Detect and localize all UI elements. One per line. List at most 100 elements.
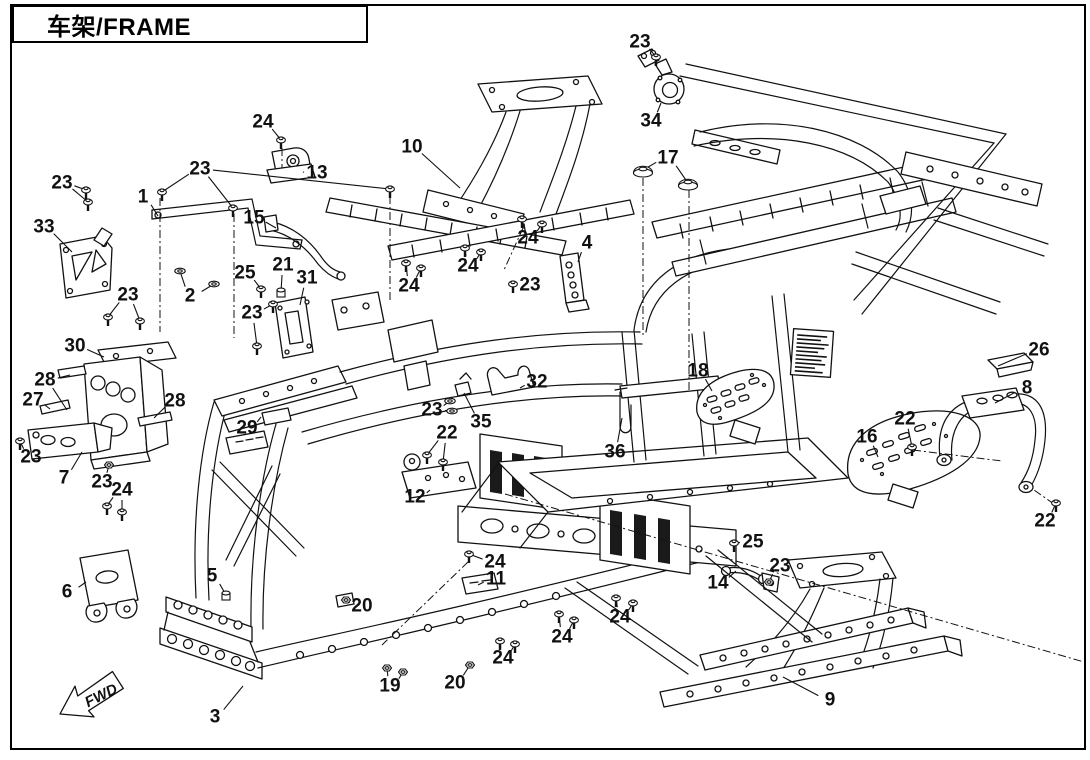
bolt-glyph bbox=[102, 502, 112, 515]
clamp-32 bbox=[486, 365, 535, 396]
leader-line bbox=[52, 387, 68, 411]
bracket-31 bbox=[274, 296, 314, 359]
leader-line bbox=[207, 176, 234, 209]
main-lower-rail bbox=[255, 548, 701, 669]
page-border bbox=[10, 4, 1086, 750]
leader-line bbox=[153, 406, 166, 419]
leader-line bbox=[223, 685, 244, 710]
leader-line bbox=[463, 392, 475, 414]
bolt-glyph bbox=[495, 637, 505, 650]
fastener-glyphs bbox=[15, 53, 1061, 676]
bolt-glyph bbox=[651, 53, 661, 66]
leader-line bbox=[86, 349, 105, 358]
washer-glyph bbox=[446, 407, 458, 415]
backbone-tubes bbox=[301, 291, 643, 445]
pad-26 bbox=[987, 352, 1034, 378]
bolt-glyph bbox=[83, 198, 93, 211]
nut-glyph bbox=[464, 661, 476, 669]
leader-lines bbox=[19, 48, 1057, 710]
seat-bracket-10 bbox=[325, 75, 635, 261]
bolt-glyph bbox=[510, 640, 520, 653]
bushing-glyph bbox=[276, 287, 286, 298]
rear-bracket-9 bbox=[564, 549, 963, 708]
bolt-glyph bbox=[15, 437, 25, 450]
leader-line bbox=[70, 451, 83, 471]
bolt-glyph bbox=[907, 443, 917, 456]
bracket-7 bbox=[27, 422, 113, 460]
bolt-glyph bbox=[252, 342, 262, 355]
leader-line bbox=[617, 417, 623, 443]
bolt-glyph bbox=[401, 259, 411, 272]
center-beam bbox=[457, 505, 737, 567]
bolt-glyph bbox=[517, 215, 527, 228]
bolt-glyph bbox=[729, 539, 739, 552]
leader-line bbox=[656, 102, 662, 113]
bolt-glyph bbox=[103, 313, 113, 326]
nut-glyph bbox=[381, 664, 393, 672]
bolt-glyph bbox=[256, 285, 266, 298]
washer-glyph bbox=[444, 397, 456, 405]
cap-glyph bbox=[632, 165, 654, 178]
washer-glyph bbox=[174, 267, 186, 275]
tab-35 bbox=[454, 372, 472, 397]
rear-rack bbox=[651, 63, 1008, 315]
leader-line bbox=[421, 153, 461, 189]
leader-line bbox=[994, 391, 1016, 404]
bolt-glyph bbox=[81, 186, 91, 199]
leader-line bbox=[44, 404, 51, 410]
nut-glyph bbox=[103, 461, 115, 469]
bracket-29 bbox=[225, 407, 292, 455]
leader-line bbox=[57, 374, 71, 379]
bracket-6 bbox=[79, 549, 139, 623]
leader-line bbox=[477, 581, 484, 586]
leader-line bbox=[728, 570, 737, 578]
bolt-glyph bbox=[464, 550, 474, 563]
right-beams bbox=[851, 151, 1049, 315]
nut-glyph bbox=[763, 578, 775, 586]
leader-line bbox=[265, 221, 277, 229]
bolt-glyph bbox=[276, 136, 286, 149]
bolt-glyph bbox=[569, 616, 579, 629]
leader-line bbox=[782, 676, 819, 697]
leader-line bbox=[253, 322, 258, 347]
bolt-glyph bbox=[611, 594, 621, 607]
bolt-glyph bbox=[508, 280, 518, 293]
cap-glyph bbox=[677, 178, 699, 191]
plate-12 bbox=[401, 453, 477, 499]
bracket-33 bbox=[59, 227, 113, 299]
flange-34 bbox=[637, 48, 685, 105]
nut-glyph bbox=[397, 668, 409, 676]
leader-line bbox=[256, 416, 262, 423]
bolt-glyph bbox=[1051, 499, 1061, 512]
rear-platform bbox=[461, 437, 849, 549]
title-box: 车架/FRAME bbox=[12, 5, 368, 43]
warning-label bbox=[789, 328, 835, 378]
strip-4 bbox=[559, 252, 590, 313]
bolt-glyph bbox=[422, 451, 432, 464]
bolt-glyph bbox=[554, 610, 564, 623]
leader-line bbox=[577, 251, 582, 263]
bolt-glyph bbox=[460, 244, 470, 257]
leader-line bbox=[426, 489, 431, 494]
bolt-glyph bbox=[228, 204, 238, 217]
bolt-glyph bbox=[628, 599, 638, 612]
bushing-glyph bbox=[221, 590, 231, 601]
bolt-glyph bbox=[416, 264, 426, 277]
bracket-13 bbox=[266, 147, 316, 184]
leader-line bbox=[872, 445, 879, 458]
leader-line bbox=[704, 378, 713, 392]
leader-line bbox=[150, 204, 159, 217]
footpeg-18 bbox=[696, 368, 775, 445]
bolt-glyph bbox=[135, 317, 145, 330]
leader-line bbox=[53, 233, 73, 253]
construction-lines bbox=[159, 148, 1085, 663]
bolt-glyph bbox=[157, 188, 167, 201]
leader-line bbox=[212, 169, 391, 190]
nut-glyph bbox=[340, 596, 352, 604]
front-bumper bbox=[159, 596, 263, 680]
front-uprights bbox=[194, 365, 358, 630]
leader-line bbox=[519, 384, 526, 389]
bolt-glyph bbox=[268, 300, 278, 313]
